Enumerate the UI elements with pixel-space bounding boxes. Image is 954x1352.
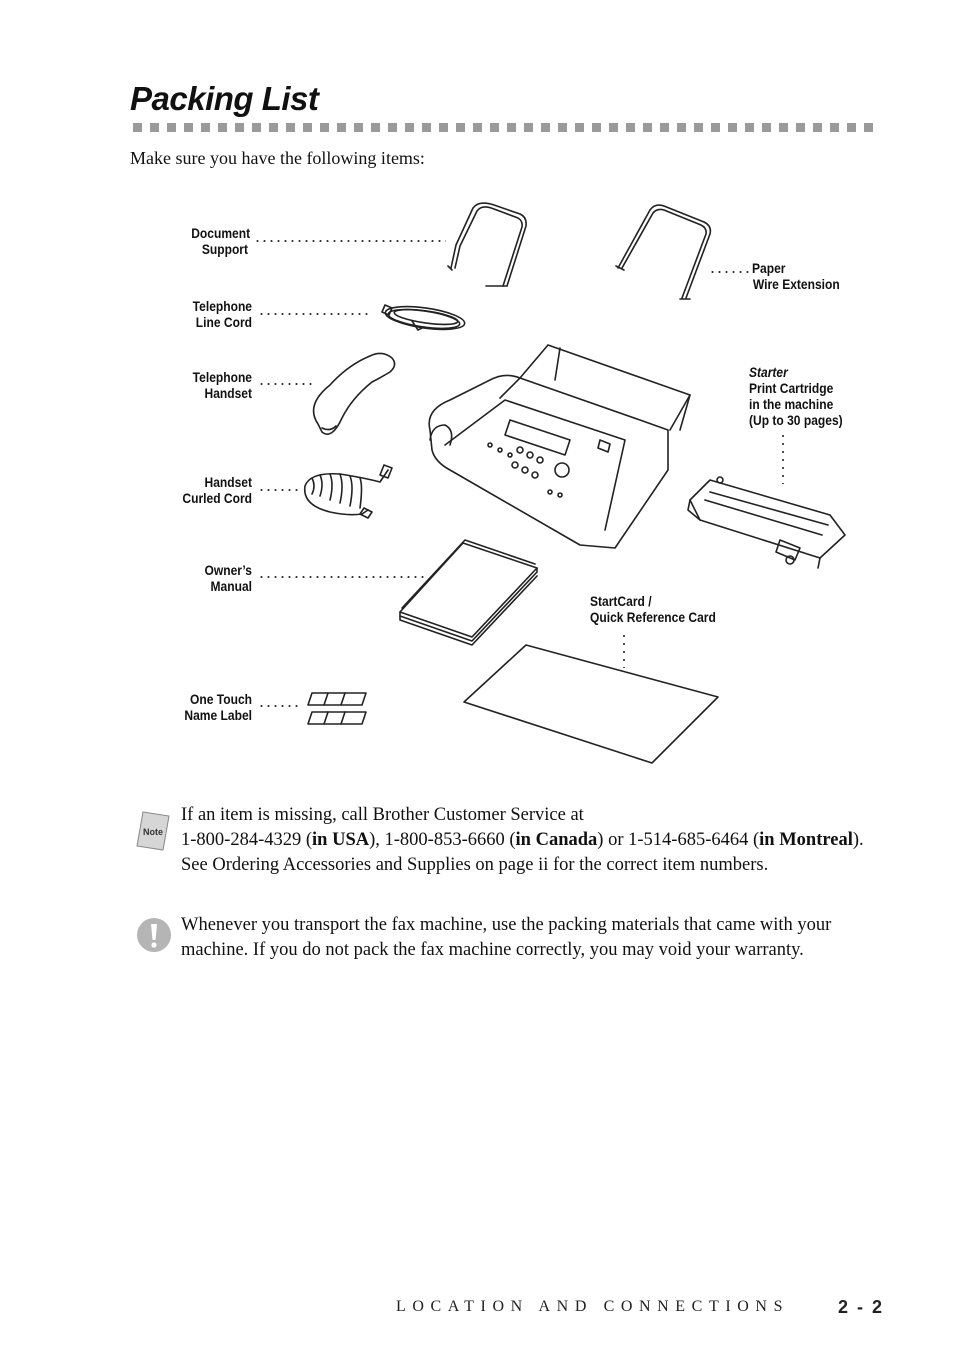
footer-section: LOCATION AND CONNECTIONS <box>396 1298 790 1315</box>
handset-curled-cord-art <box>303 464 393 519</box>
startcard-art <box>463 644 719 764</box>
leader-paper-wire-extension <box>709 271 749 273</box>
paper-wire-extension-art <box>615 204 712 300</box>
page-number: 2 - 2 <box>838 1297 885 1317</box>
leader-telephone-handset <box>258 383 316 385</box>
leader-owners-manual <box>258 576 426 578</box>
leader-print-cartridge <box>782 432 784 484</box>
packing-items-illustration <box>303 202 846 764</box>
leader-one-touch-name-label <box>258 705 298 707</box>
telephone-handset-art <box>312 352 396 435</box>
leader-handset-curled-cord <box>258 489 298 491</box>
label-startcard: StartCard /Quick Reference Card <box>590 593 716 625</box>
caution-icon <box>137 918 171 952</box>
page-title: Packing List <box>130 80 319 117</box>
telephone-line-cord-art <box>381 304 466 331</box>
label-print-cartridge: Starter Print Cartridge in the machine (… <box>749 364 843 428</box>
intro-text: Make sure you have the following items: <box>130 148 425 168</box>
leader-telephone-line-cord <box>258 313 370 315</box>
title-dotted-rule <box>133 123 873 132</box>
note-icon-label: Note <box>143 827 163 837</box>
document-support-art <box>447 202 527 287</box>
note-text: If an item is missing, call Brother Cust… <box>181 805 864 875</box>
one-touch-labels-art <box>307 692 367 725</box>
leader-startcard <box>623 632 625 668</box>
owners-manual-art <box>399 539 538 646</box>
caution-text: Whenever you transport the fax machine, … <box>181 915 832 960</box>
leader-document-support <box>254 240 446 242</box>
print-cartridge-art <box>687 476 846 569</box>
fax-machine-art <box>428 344 691 549</box>
note-icon: Note <box>136 811 170 851</box>
